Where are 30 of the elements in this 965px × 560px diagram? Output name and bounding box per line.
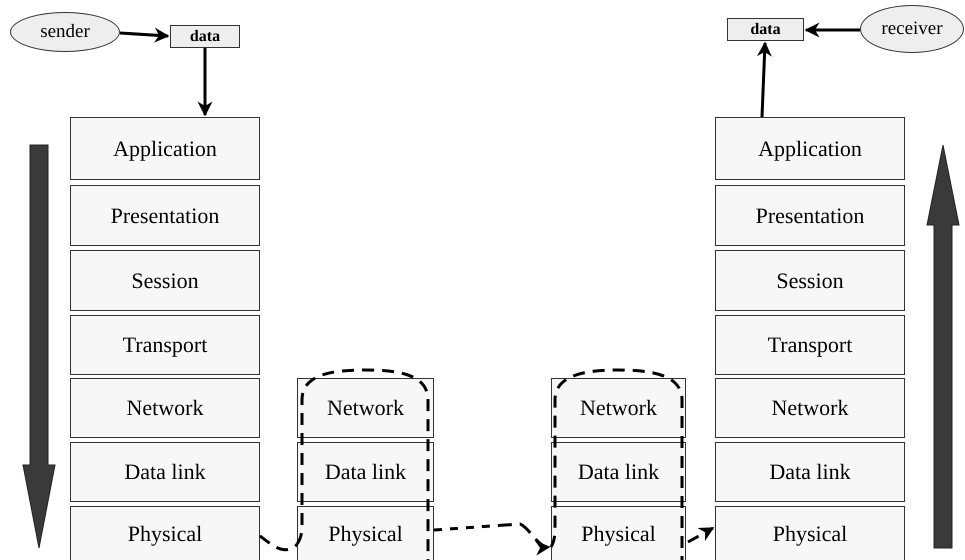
layer-box: Network	[551, 378, 686, 438]
layer-box: Network	[70, 378, 260, 438]
layer-box: Data link	[551, 442, 686, 502]
layer-box: Data link	[297, 442, 434, 502]
layer-box: Physical	[297, 506, 434, 560]
layer-box: Transport	[70, 315, 260, 375]
layer-box: Data link	[715, 442, 905, 502]
layer-box: Application	[715, 117, 905, 180]
arrow	[120, 28, 170, 43]
ellipse-node: receiver	[860, 5, 964, 53]
arrow	[804, 22, 860, 38]
layer-box: Transport	[715, 315, 905, 375]
layer-box: Network	[715, 378, 905, 438]
data-label-box: data	[727, 18, 804, 41]
layer-box: Physical	[70, 506, 260, 560]
ellipse-node: sender	[10, 12, 120, 52]
layer-box: Physical	[715, 506, 905, 560]
layer-box: Application	[70, 117, 260, 180]
layer-box: Presentation	[70, 185, 260, 246]
layer-box: Data link	[70, 442, 260, 502]
layer-box: Physical	[551, 506, 686, 560]
layer-box: Presentation	[715, 185, 905, 246]
arrow	[434, 522, 550, 554]
arrow	[198, 48, 212, 116]
layer-box: Network	[297, 378, 434, 438]
data-label-box: data	[170, 25, 240, 48]
arrow	[687, 526, 714, 544]
layer-box: Session	[70, 250, 260, 311]
layer-box: Session	[715, 250, 905, 311]
arrow	[756, 42, 772, 118]
